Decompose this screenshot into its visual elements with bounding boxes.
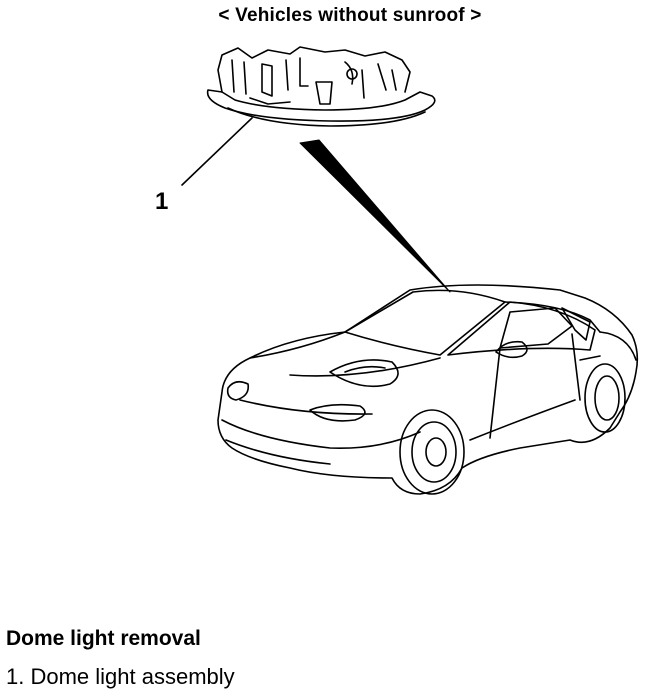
- car-illustration: [217, 284, 639, 495]
- location-pointer: [299, 139, 451, 293]
- caption-item: 1. Dome light assembly: [6, 664, 235, 689]
- callout-leader-line: [181, 117, 253, 186]
- dome-light-assembly: [206, 46, 436, 127]
- diagram-title: < Vehicles without sunroof >: [218, 5, 482, 26]
- callout-number: 1: [155, 188, 169, 215]
- caption-heading: Dome light removal: [6, 627, 201, 650]
